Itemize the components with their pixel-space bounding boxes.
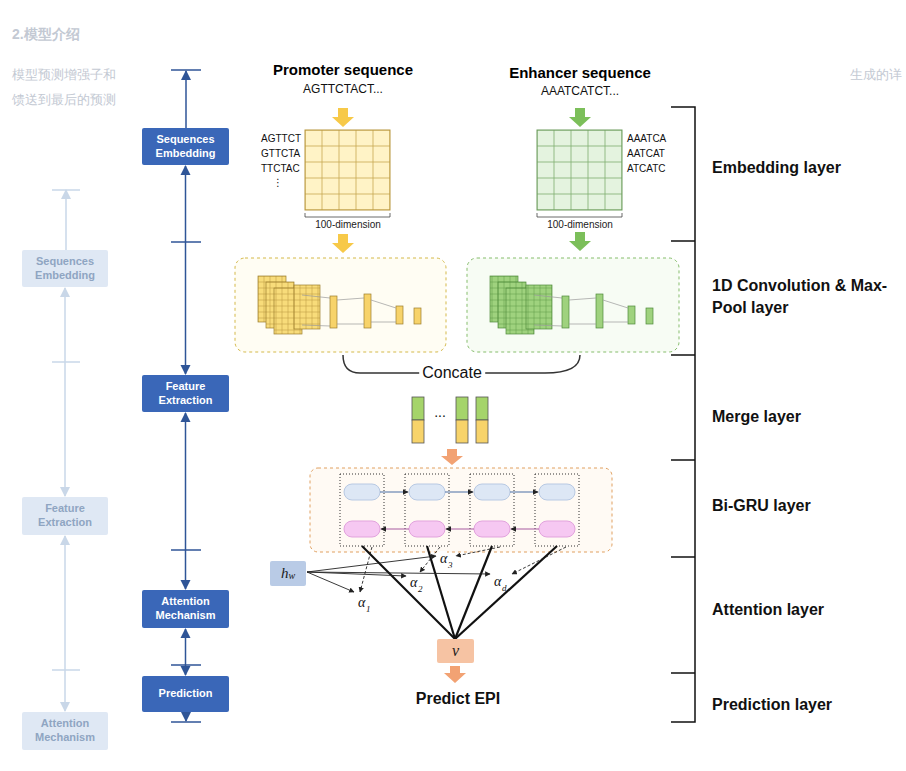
flow-arrow bbox=[569, 108, 591, 127]
flow-arrow bbox=[441, 449, 463, 465]
kmer-text: AATCAT bbox=[627, 148, 665, 160]
node-text: Attention Mechanism bbox=[146, 595, 225, 623]
axis-connector bbox=[185, 166, 187, 374]
query-lines bbox=[307, 556, 490, 592]
sequence-title: Enhancer sequence bbox=[509, 64, 651, 81]
faded-stage-box: Sequences Embedding bbox=[22, 250, 108, 287]
kmer-text: ATCATC bbox=[627, 163, 666, 175]
vector-box: hw bbox=[270, 561, 306, 586]
conv-panel bbox=[235, 258, 446, 352]
flow-arrow bbox=[332, 108, 354, 127]
attention-weight: α bbox=[410, 575, 417, 591]
dimension-bracket bbox=[305, 213, 390, 217]
weight-index: 2 bbox=[418, 584, 423, 594]
stage-box: Prediction bbox=[142, 676, 229, 712]
axis-connector bbox=[64, 288, 66, 496]
faded-text: 模型预测增强子和 bbox=[12, 68, 116, 83]
node-text: Feature Extraction bbox=[26, 502, 104, 530]
node-text: h bbox=[281, 565, 289, 582]
node-text: v bbox=[452, 642, 459, 660]
faded-stage-box: Feature Extraction bbox=[22, 497, 108, 535]
kmer-text: GTTCTA bbox=[261, 148, 300, 160]
attention-lines bbox=[362, 546, 557, 639]
node-text: w bbox=[288, 570, 295, 581]
weight-index: d bbox=[502, 583, 507, 593]
node-text: Sequences Embedding bbox=[146, 133, 225, 161]
enhancer-matrix bbox=[537, 130, 622, 210]
kmer-text: TTCTAC bbox=[261, 163, 300, 175]
weight-index: 1 bbox=[366, 604, 371, 614]
flow-arrow bbox=[332, 234, 354, 253]
merged-vectors bbox=[412, 397, 488, 443]
axis-connector bbox=[185, 413, 187, 589]
sequence-title: Promoter sequence bbox=[273, 61, 413, 78]
output-label: Predict EPI bbox=[416, 690, 500, 708]
stage-box: Sequences Embedding bbox=[142, 128, 229, 165]
output-box: v bbox=[437, 639, 474, 663]
node-text: Feature Extraction bbox=[146, 380, 225, 408]
stage-box: Attention Mechanism bbox=[142, 590, 229, 628]
stage-box: Feature Extraction bbox=[142, 375, 229, 412]
layer-name: 1D Convolution & Max-Pool layer bbox=[712, 275, 892, 320]
axis-connector bbox=[185, 629, 187, 675]
attention-weight: α bbox=[494, 574, 501, 590]
attention-weight: α bbox=[440, 551, 447, 567]
node-text: Prediction bbox=[159, 687, 213, 701]
layer-name: Merge layer bbox=[712, 406, 892, 428]
conv-maps bbox=[490, 276, 653, 334]
flow-arrow bbox=[569, 232, 591, 251]
layer-name: Bi-GRU layer bbox=[712, 495, 892, 517]
kmer-text: AGTTCT bbox=[261, 133, 301, 145]
ellipsis-mark: ... bbox=[434, 404, 446, 420]
layer-bracket bbox=[671, 107, 695, 722]
faded-stage-box: Attention Mechanism bbox=[22, 712, 108, 750]
kmer-text: AAATCA bbox=[627, 133, 666, 145]
sequence-text: AGTTCTACT... bbox=[303, 83, 383, 97]
axis-connector bbox=[64, 536, 66, 711]
bigru-panel bbox=[310, 468, 612, 552]
conv-panel bbox=[467, 258, 679, 352]
dimension-label: 100-dimension bbox=[315, 219, 381, 231]
weight-index: 3 bbox=[448, 560, 453, 570]
attention-weight: α bbox=[358, 595, 365, 611]
merge-label: Concate bbox=[419, 364, 485, 382]
faded-text: 馈送到最后的预测 bbox=[12, 93, 116, 108]
layer-name: Embedding layer bbox=[712, 157, 892, 179]
layer-name: Prediction layer bbox=[712, 694, 892, 716]
conv-maps bbox=[258, 276, 421, 334]
score-lines bbox=[360, 547, 566, 592]
dimension-bracket bbox=[537, 213, 622, 217]
section-heading: 2.模型介绍 bbox=[12, 26, 80, 42]
node-text: Attention Mechanism bbox=[26, 717, 104, 745]
faded-text: 生成的详 bbox=[850, 68, 902, 83]
ellipsis-mark: ⋮ bbox=[273, 177, 283, 189]
dimension-label: 100-dimension bbox=[547, 219, 613, 231]
node-text: Sequences Embedding bbox=[26, 255, 104, 283]
sequence-text: AAATCATCT... bbox=[541, 85, 619, 99]
layer-name: Attention layer bbox=[712, 599, 892, 621]
promoter-matrix bbox=[305, 130, 390, 210]
gru-cells bbox=[340, 474, 579, 546]
flow-arrow bbox=[444, 666, 466, 683]
